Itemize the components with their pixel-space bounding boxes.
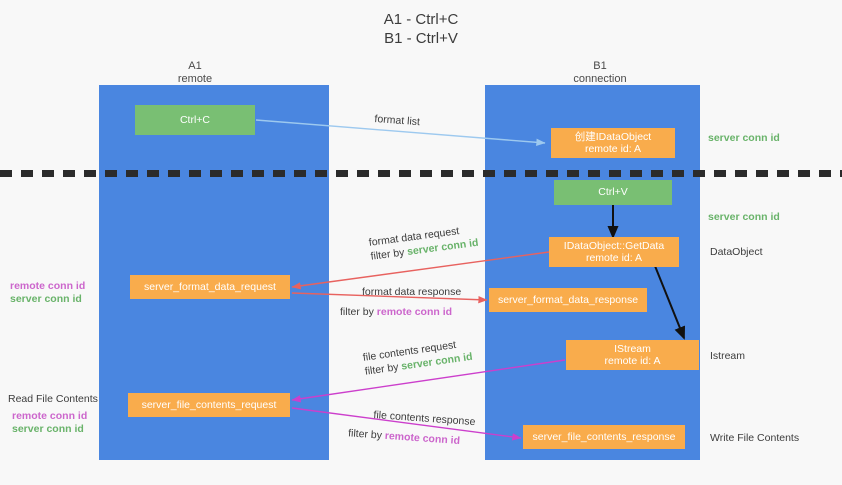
box-server-format-data-response[interactable]: server_format_data_response: [489, 288, 647, 312]
edge-label-format-data-response: format data response filter by remote co…: [340, 285, 462, 319]
box-ctrl-v[interactable]: Ctrl+V: [554, 180, 672, 205]
page-title: A1 - Ctrl+C B1 - Ctrl+V: [383, 11, 459, 47]
filter-prefix: filter by: [340, 306, 377, 318]
label-server-conn-id-mid: server conn id: [708, 211, 780, 223]
label-server-conn-id-lower: server conn id: [12, 423, 84, 435]
box-ctrl-c[interactable]: Ctrl+C: [135, 105, 255, 135]
edge-label-file-contents-response: file contents response filter by remote …: [348, 408, 476, 449]
column-header-b1: B1 connection: [573, 60, 627, 85]
label-server-conn-id-upper: server conn id: [10, 293, 82, 305]
box-server-file-contents-response[interactable]: server_file_contents_response: [523, 425, 685, 449]
arrow-format-list: [255, 119, 546, 146]
edge-label-format-data-response-line2: filter by remote conn id: [340, 305, 461, 319]
label-remote-conn-id-upper: remote conn id: [10, 280, 86, 292]
arrow-getdata-to-istream: [654, 265, 686, 340]
box-server-format-data-request[interactable]: server_format_data_request: [130, 275, 290, 299]
label-remote-conn-id-lower: remote conn id: [12, 410, 88, 422]
arrow-file-contents-response: [291, 407, 522, 441]
phase-separator: [0, 170, 842, 177]
filter-value-remote-conn-id: remote conn id: [376, 306, 453, 318]
box-idataobject-getdata[interactable]: IDataObject::GetData remote id: A: [549, 237, 679, 267]
arrow-file-contents-request: [291, 359, 566, 403]
arrow-format-data-request: [291, 251, 550, 290]
arrow-format-data-response: [291, 292, 488, 304]
box-server-file-contents-request[interactable]: server_file_contents_request: [128, 393, 290, 417]
label-read-file-contents: Read File Contents: [8, 393, 98, 405]
label-server-conn-id-top: server conn id: [708, 132, 780, 144]
box-istream[interactable]: IStream remote id: A: [566, 340, 699, 370]
filter-prefix: filter by: [347, 427, 386, 442]
column-header-a1: A1 remote: [177, 60, 213, 85]
edge-label-format-data-response-line1: format data response: [362, 286, 462, 298]
box-create-idataobject[interactable]: 创建IDataObject remote id: A: [551, 128, 675, 158]
label-dataobject: DataObject: [710, 246, 763, 258]
label-write-file-contents: Write File Contents: [710, 432, 800, 444]
label-istream: Istream: [710, 350, 746, 362]
